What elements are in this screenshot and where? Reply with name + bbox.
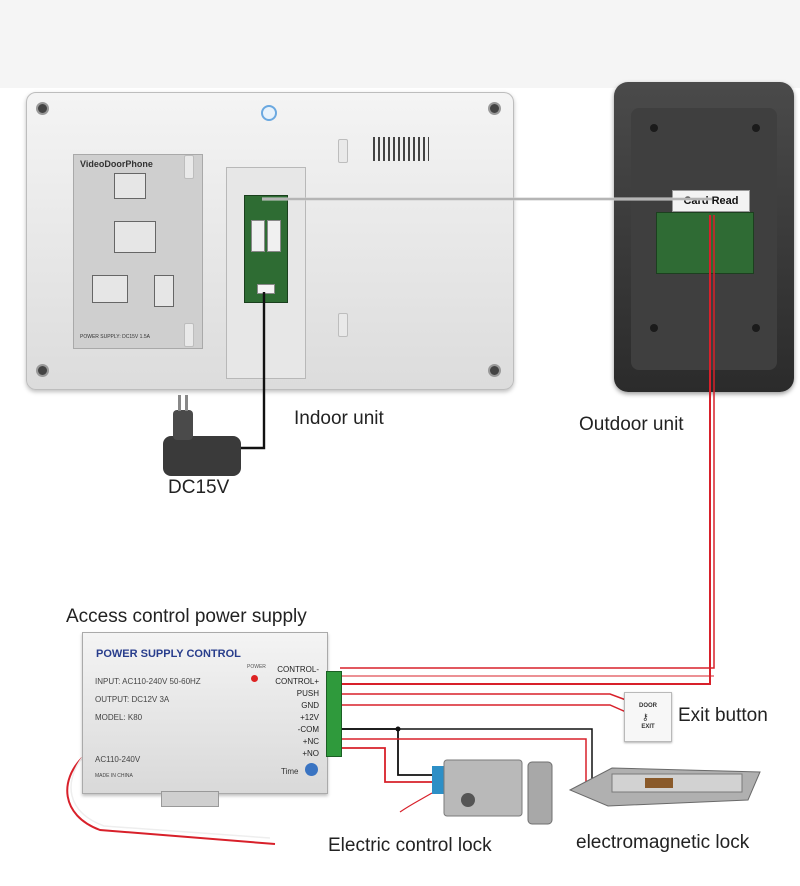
mount-hole-icon bbox=[650, 324, 658, 332]
dc-power-cable bbox=[240, 292, 266, 450]
mount-clip bbox=[338, 313, 348, 337]
power-supply-output: OUTPUT: DC12V 3A bbox=[95, 695, 170, 704]
power-led-icon bbox=[251, 675, 258, 682]
exit-button-device: DOOR ⚷ EXIT bbox=[624, 692, 672, 742]
indoor-unit-device: VideoDoorPhone POWER SUPPLY: DC15V 1.5A bbox=[26, 92, 514, 390]
mount-clip bbox=[184, 155, 194, 179]
power-connector bbox=[257, 284, 275, 294]
power-supply-model: MODEL: K80 bbox=[95, 713, 143, 722]
power-adapter-plug bbox=[173, 410, 193, 440]
mains-cable-white bbox=[70, 757, 271, 839]
indoor-unit-label: Indoor unit bbox=[294, 408, 384, 429]
power-supply-ac: AC110-240V bbox=[95, 755, 141, 764]
plug-pin bbox=[178, 395, 181, 411]
terminal-label: PUSH bbox=[296, 689, 319, 698]
outdoor-unit-device bbox=[614, 82, 794, 392]
sticker-diagram-box bbox=[114, 173, 146, 199]
electromagnetic-lock-latch bbox=[645, 778, 673, 788]
time-adjust-icon bbox=[305, 763, 318, 776]
dc15v-label: DC15V bbox=[168, 477, 230, 498]
mounting-bracket bbox=[161, 791, 219, 807]
power-supply-time-label: Time bbox=[281, 767, 299, 776]
screw-icon bbox=[488, 364, 501, 377]
speaker-grille bbox=[373, 137, 429, 161]
power-supply-made-in: MADE IN CHINA bbox=[95, 773, 133, 779]
wire-control-negative bbox=[340, 215, 715, 669]
plug-pin bbox=[185, 395, 188, 411]
mount-hole-icon bbox=[752, 124, 760, 132]
terminal-label: +NO bbox=[302, 749, 319, 758]
outdoor-unit-label: Outdoor unit bbox=[579, 414, 684, 435]
indoor-circuit-board bbox=[244, 195, 288, 303]
screw-icon bbox=[36, 364, 49, 377]
lock-lead bbox=[399, 792, 433, 813]
wire-junction bbox=[395, 726, 401, 732]
relay-component bbox=[251, 220, 265, 252]
indoor-wiring-sticker: VideoDoorPhone POWER SUPPLY: DC15V 1.5A bbox=[73, 154, 203, 349]
mains-cable-red bbox=[66, 757, 276, 845]
sticker-diagram-box bbox=[154, 275, 174, 307]
power-led-label: POWER bbox=[247, 664, 266, 670]
terminal-block bbox=[326, 671, 342, 757]
power-supply-title: POWER SUPPLY CONTROL bbox=[96, 648, 241, 660]
wire-gnd bbox=[340, 704, 627, 713]
terminal-label: CONTROL+ bbox=[275, 677, 319, 686]
relay-component bbox=[267, 220, 281, 252]
terminal-label: GND bbox=[301, 701, 319, 710]
key-icon: ⚷ bbox=[642, 712, 649, 722]
outdoor-circuit-board bbox=[656, 212, 754, 274]
wire-com-electric-lock bbox=[340, 728, 444, 776]
electromagnetic-lock-label: electromagnetic lock bbox=[576, 832, 750, 853]
electric-lock-strike bbox=[527, 761, 553, 825]
electric-lock-blue-housing bbox=[432, 766, 446, 794]
electric-lock-body bbox=[443, 759, 523, 817]
terminal-label: +NC bbox=[302, 737, 319, 746]
electromagnetic-lock-body bbox=[611, 773, 743, 793]
lock-keyhole-icon bbox=[461, 793, 475, 807]
mount-clip bbox=[184, 323, 194, 347]
mount-hole-icon bbox=[650, 124, 658, 132]
wire-no bbox=[340, 747, 444, 783]
terminal-label: +12V bbox=[300, 713, 319, 722]
sticker-footer: POWER SUPPLY: DC15V 1.5A bbox=[80, 334, 150, 340]
power-adapter-body bbox=[163, 436, 241, 476]
top-background-band bbox=[0, 0, 800, 88]
power-supply-label: Access control power supply bbox=[66, 606, 307, 627]
sticker-diagram-box bbox=[92, 275, 128, 303]
electric-control-lock-label: Electric control lock bbox=[328, 835, 492, 856]
screw-icon bbox=[488, 102, 501, 115]
sticker-title: VideoDoorPhone bbox=[80, 159, 153, 169]
screw-icon bbox=[36, 102, 49, 115]
exit-button-door-text: DOOR bbox=[639, 703, 657, 709]
terminal-label: CONTROL- bbox=[277, 665, 319, 674]
exit-button-label: Exit button bbox=[678, 705, 768, 726]
exit-button-exit-text: EXIT bbox=[641, 724, 655, 730]
wire-control-positive bbox=[340, 215, 711, 685]
mount-hole-icon bbox=[752, 324, 760, 332]
mount-clip bbox=[338, 139, 348, 163]
mic-hole-icon bbox=[261, 105, 277, 121]
terminal-label: -COM bbox=[297, 725, 319, 734]
sticker-diagram-box bbox=[114, 221, 156, 253]
wire-push bbox=[340, 693, 627, 701]
access-control-power-supply-device: POWER SUPPLY CONTROL POWER INPUT: AC110-… bbox=[82, 632, 328, 807]
power-supply-input: INPUT: AC110-240V 50-60HZ bbox=[95, 677, 201, 686]
card-read-label: Card Read bbox=[672, 190, 750, 212]
